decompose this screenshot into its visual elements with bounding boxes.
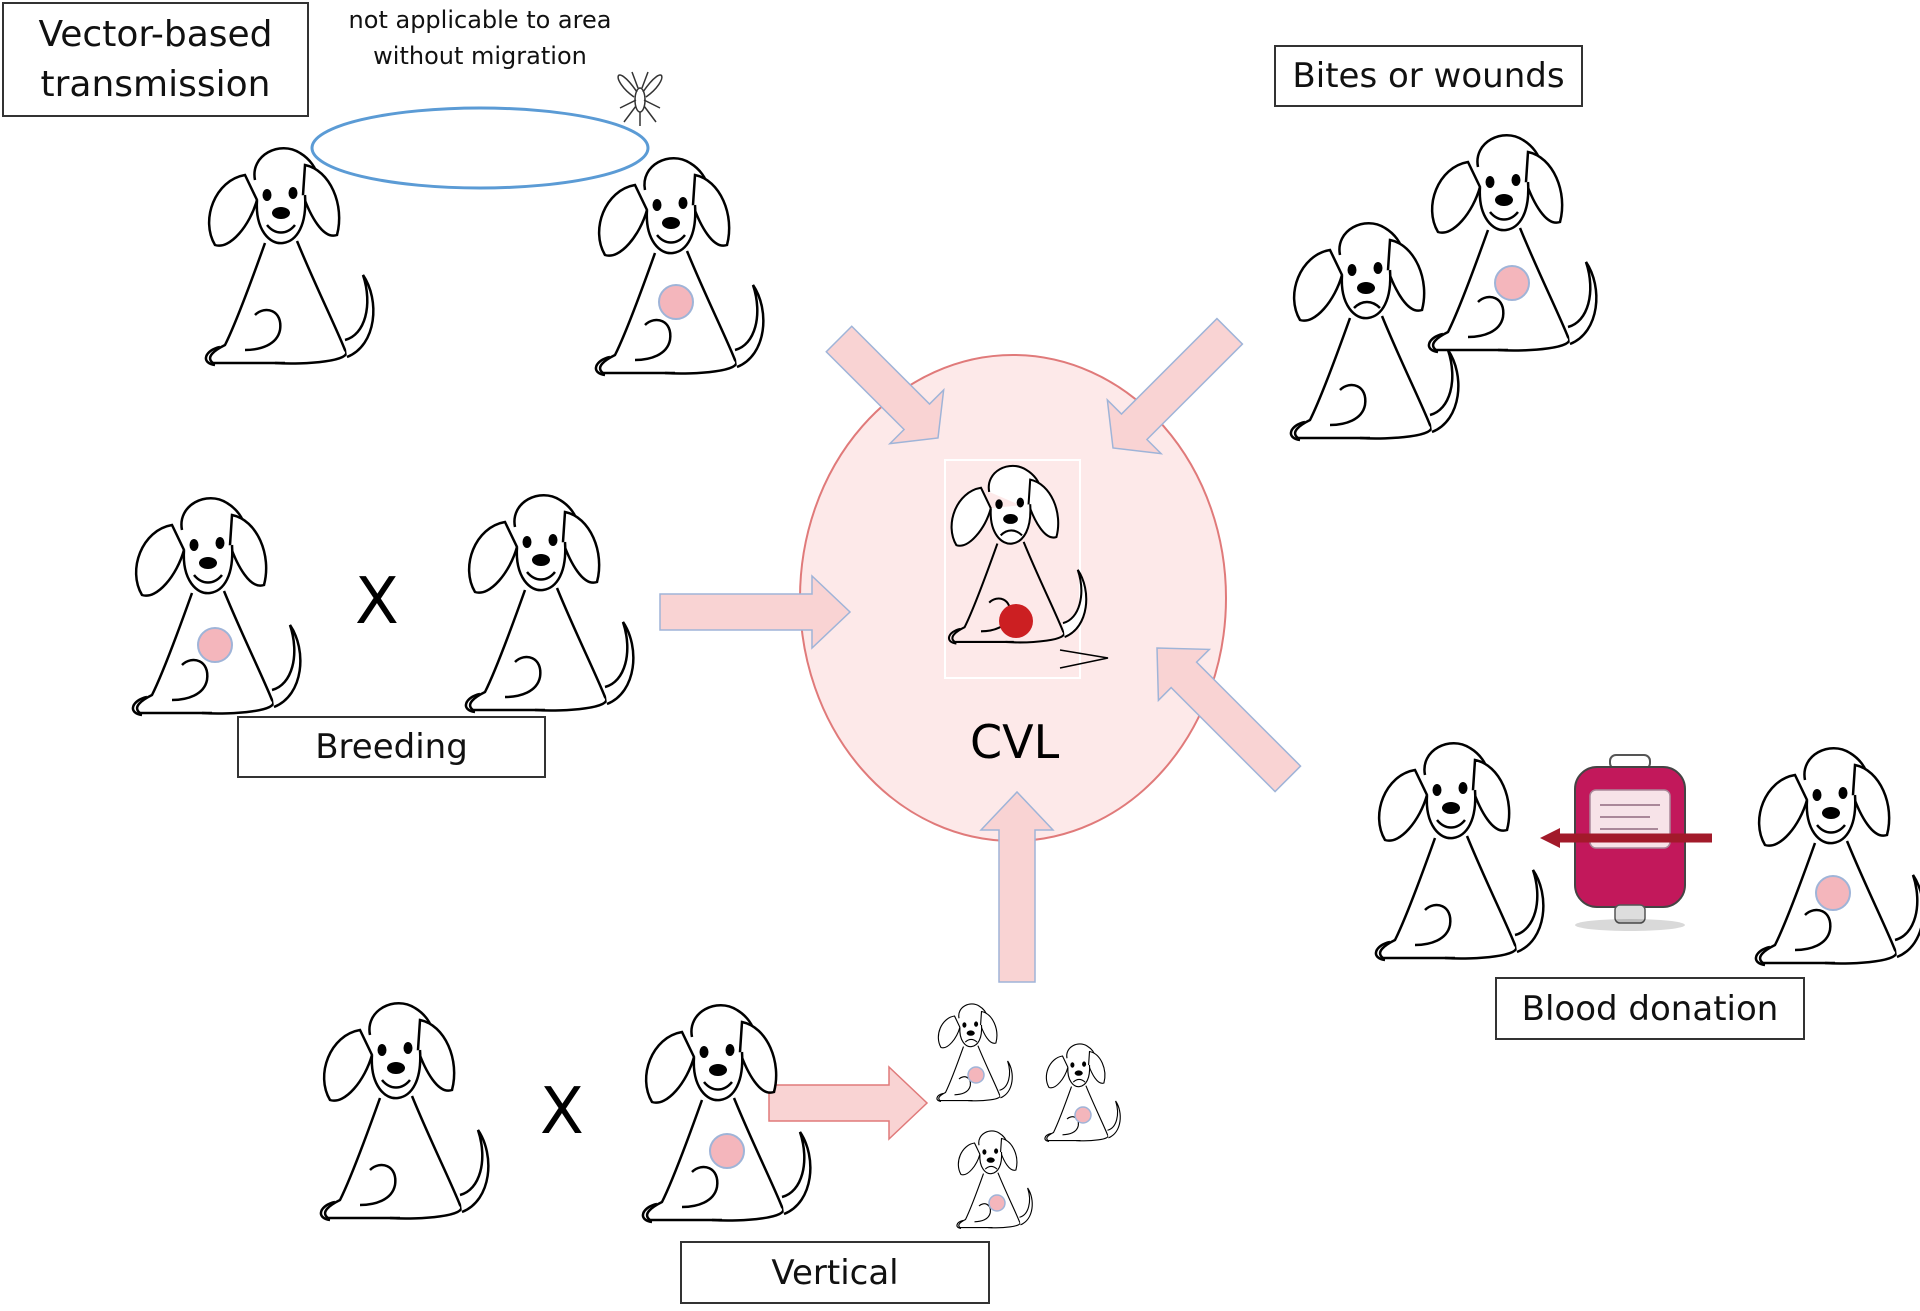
blood-donation-label: Blood donation [1495, 977, 1805, 1040]
dog-icon [319, 1001, 490, 1222]
dog-icon [131, 496, 302, 717]
dog-icon [464, 493, 635, 714]
dog-icon [594, 156, 765, 377]
dog-icon [1289, 221, 1460, 442]
infection-spot [988, 1194, 1006, 1212]
infection-spot-severe [999, 604, 1033, 638]
blood-bag-icon [1574, 754, 1686, 931]
arrow-from-bites [1106, 317, 1244, 455]
vertical-label: Vertical [680, 1241, 990, 1304]
arrow-from-vertical [979, 790, 1055, 983]
dog-icon [1374, 741, 1545, 962]
infection-spot [197, 627, 233, 663]
center-dog-frame [944, 459, 1081, 679]
infection-spot [1494, 265, 1530, 301]
vector-note-line1: not applicable to area [348, 6, 612, 34]
puppy-icon [956, 1130, 1033, 1230]
puppy-icon [936, 1003, 1013, 1103]
arrow-from-vector [825, 325, 945, 445]
breeding-cross-symbol: X [355, 565, 399, 639]
cvl-label: CVL [970, 715, 1060, 769]
vector-label-line2: transmission [40, 63, 271, 105]
infection-spot [1074, 1106, 1092, 1124]
infection-spot [709, 1133, 745, 1169]
infection-spot [658, 284, 694, 320]
blood-transfer-arrow [1540, 828, 1712, 848]
vector-label-line1: Vector-based [38, 13, 273, 55]
vector-note-line2: without migration [373, 42, 587, 70]
puppy-icon [1044, 1043, 1121, 1143]
vector-transmission-label: Vector-based transmission [2, 2, 309, 117]
center-dog-tail-line [1059, 649, 1109, 669]
vertical-cross-symbol: X [540, 1075, 584, 1149]
arrow-to-puppies [768, 1065, 929, 1141]
arrow-from-breeding [659, 574, 852, 650]
arrow-from-blood [1156, 647, 1302, 793]
sand-fly-icon [617, 71, 663, 126]
dog-icon [204, 146, 375, 367]
infection-spot [967, 1066, 985, 1084]
vector-note: not applicable to area without migration [325, 2, 635, 74]
breeding-label: Breeding [237, 716, 546, 778]
dog-icon [1427, 133, 1598, 354]
bites-label: Bites or wounds [1274, 45, 1583, 107]
dog-icon [1754, 746, 1920, 967]
infection-spot [1815, 875, 1851, 911]
vector-loop-arrow [310, 106, 650, 190]
